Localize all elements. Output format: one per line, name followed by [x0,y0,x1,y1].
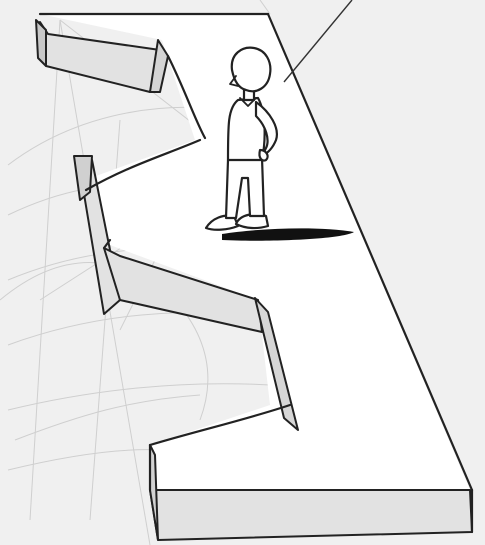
head [232,48,271,92]
hand [259,150,267,161]
ledge-front-edge [150,490,472,540]
